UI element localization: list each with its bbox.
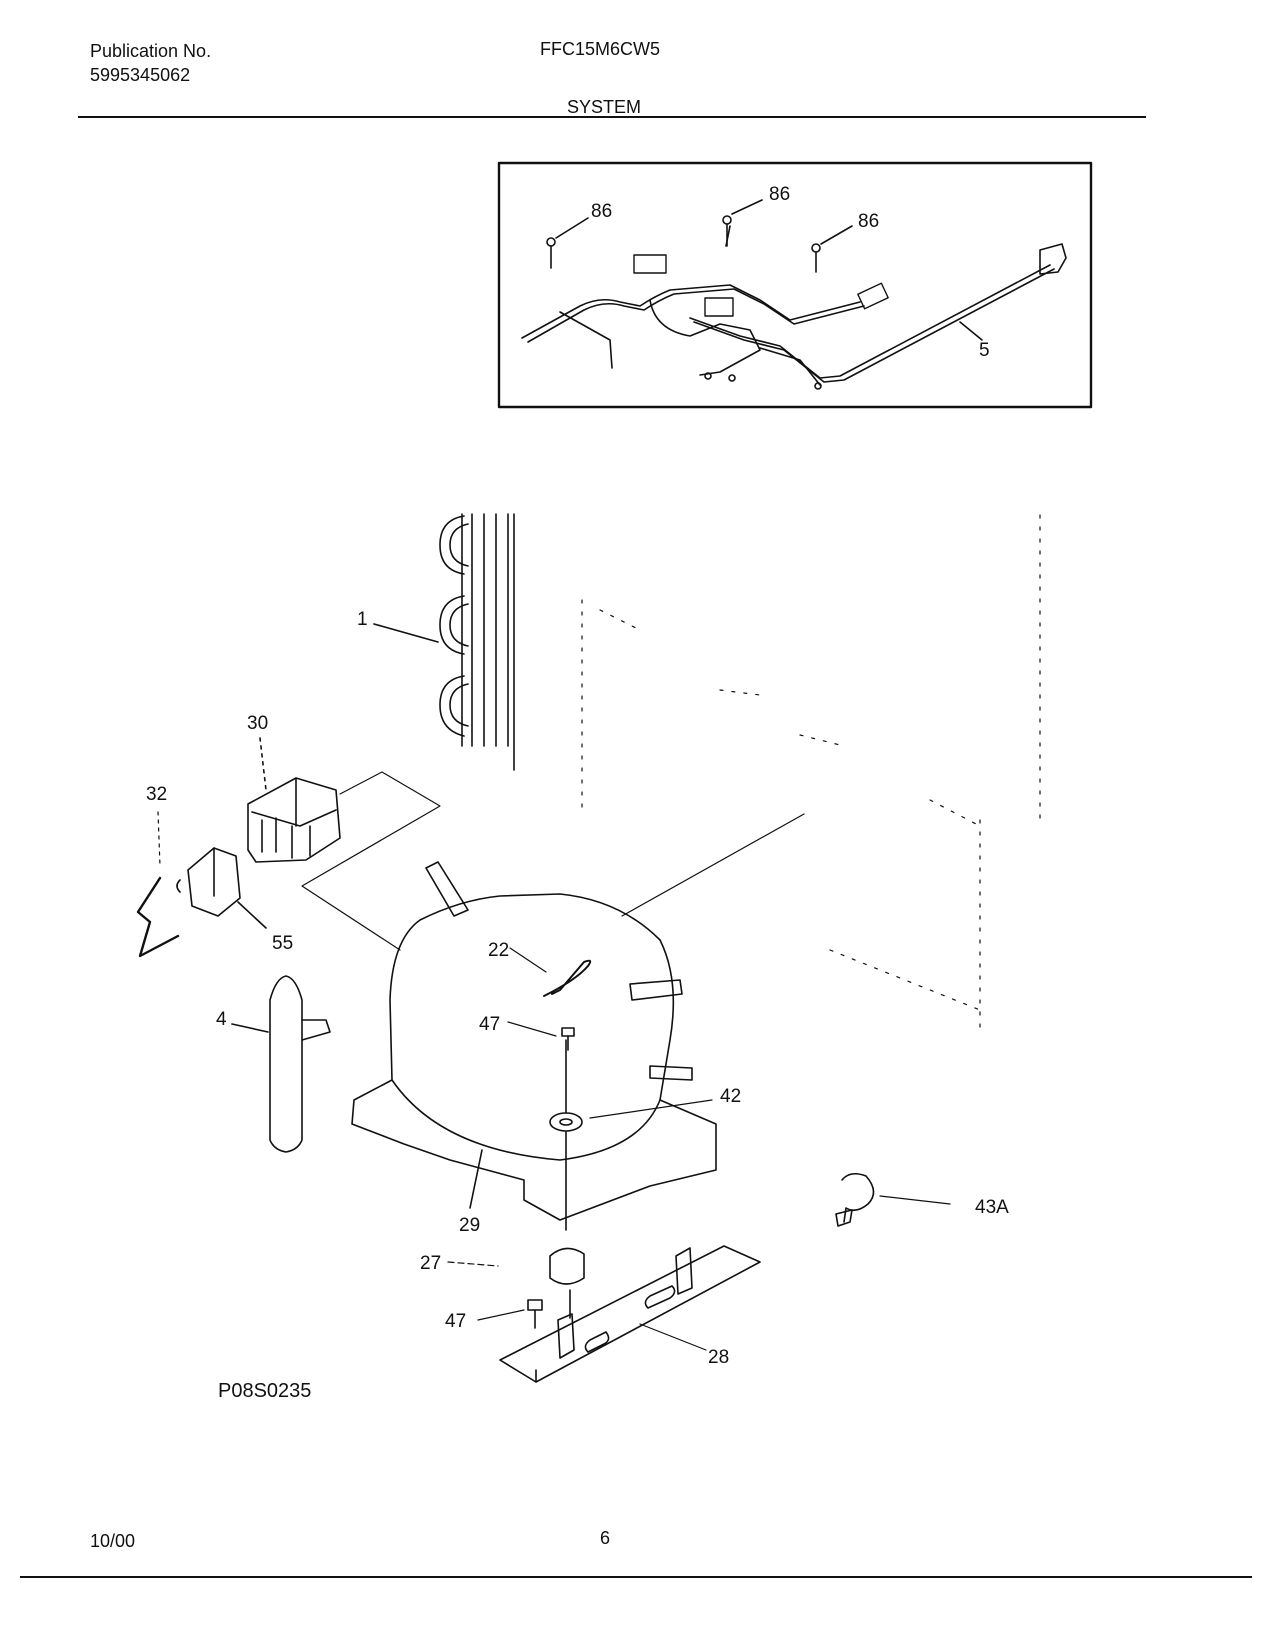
section-title: SYSTEM xyxy=(567,97,642,117)
callout-29: 29 xyxy=(459,1215,480,1236)
callout-28: 28 xyxy=(708,1347,729,1368)
cabinet-outline xyxy=(581,514,1041,1031)
callout-1: 1 xyxy=(357,609,368,630)
publication-number: 5995345062 xyxy=(90,65,191,85)
footer-date: 10/00 xyxy=(90,1531,136,1551)
callout-86-left: 86 xyxy=(591,201,612,222)
callout-42: 42 xyxy=(720,1086,741,1107)
wire-32 xyxy=(136,811,180,958)
callout-55: 55 xyxy=(272,933,293,954)
publication-label: Publication No. xyxy=(90,41,212,61)
callout-47-lower: 47 xyxy=(445,1311,466,1332)
callout-86-middle: 86 xyxy=(769,184,790,205)
clamp-43a xyxy=(835,1172,951,1227)
footer-rule xyxy=(20,1576,1252,1578)
drier xyxy=(231,975,331,1153)
grommet xyxy=(447,1247,585,1319)
drawing-code: P08S0235 xyxy=(218,1380,311,1402)
condenser-coil xyxy=(373,513,515,771)
callout-47-upper: 47 xyxy=(479,1014,500,1035)
relay-cover xyxy=(247,737,341,863)
callout-4: 4 xyxy=(216,1009,227,1030)
callout-86-right: 86 xyxy=(858,211,879,232)
screw-47-upper xyxy=(507,1021,575,1051)
screw-86-right xyxy=(811,243,821,273)
compressor xyxy=(351,861,717,1231)
wiring-harness-inset xyxy=(497,161,1093,409)
callout-27: 27 xyxy=(420,1253,441,1274)
washer-42-leader xyxy=(589,1099,713,1119)
screw-47-lower xyxy=(477,1299,543,1329)
callout-22: 22 xyxy=(488,940,509,961)
callout-32: 32 xyxy=(146,784,167,805)
callout-43a: 43A xyxy=(975,1197,1009,1218)
model-number: FFC15M6CW5 xyxy=(540,39,661,59)
screw-86-left xyxy=(546,237,556,269)
callout-30: 30 xyxy=(247,713,268,734)
header-rule xyxy=(78,116,1146,118)
base-rail xyxy=(499,1245,761,1383)
relay-outline xyxy=(301,771,805,951)
clip-22 xyxy=(509,947,592,997)
callout-5: 5 xyxy=(979,340,990,361)
overload xyxy=(176,847,267,929)
page-number: 6 xyxy=(600,1528,611,1548)
